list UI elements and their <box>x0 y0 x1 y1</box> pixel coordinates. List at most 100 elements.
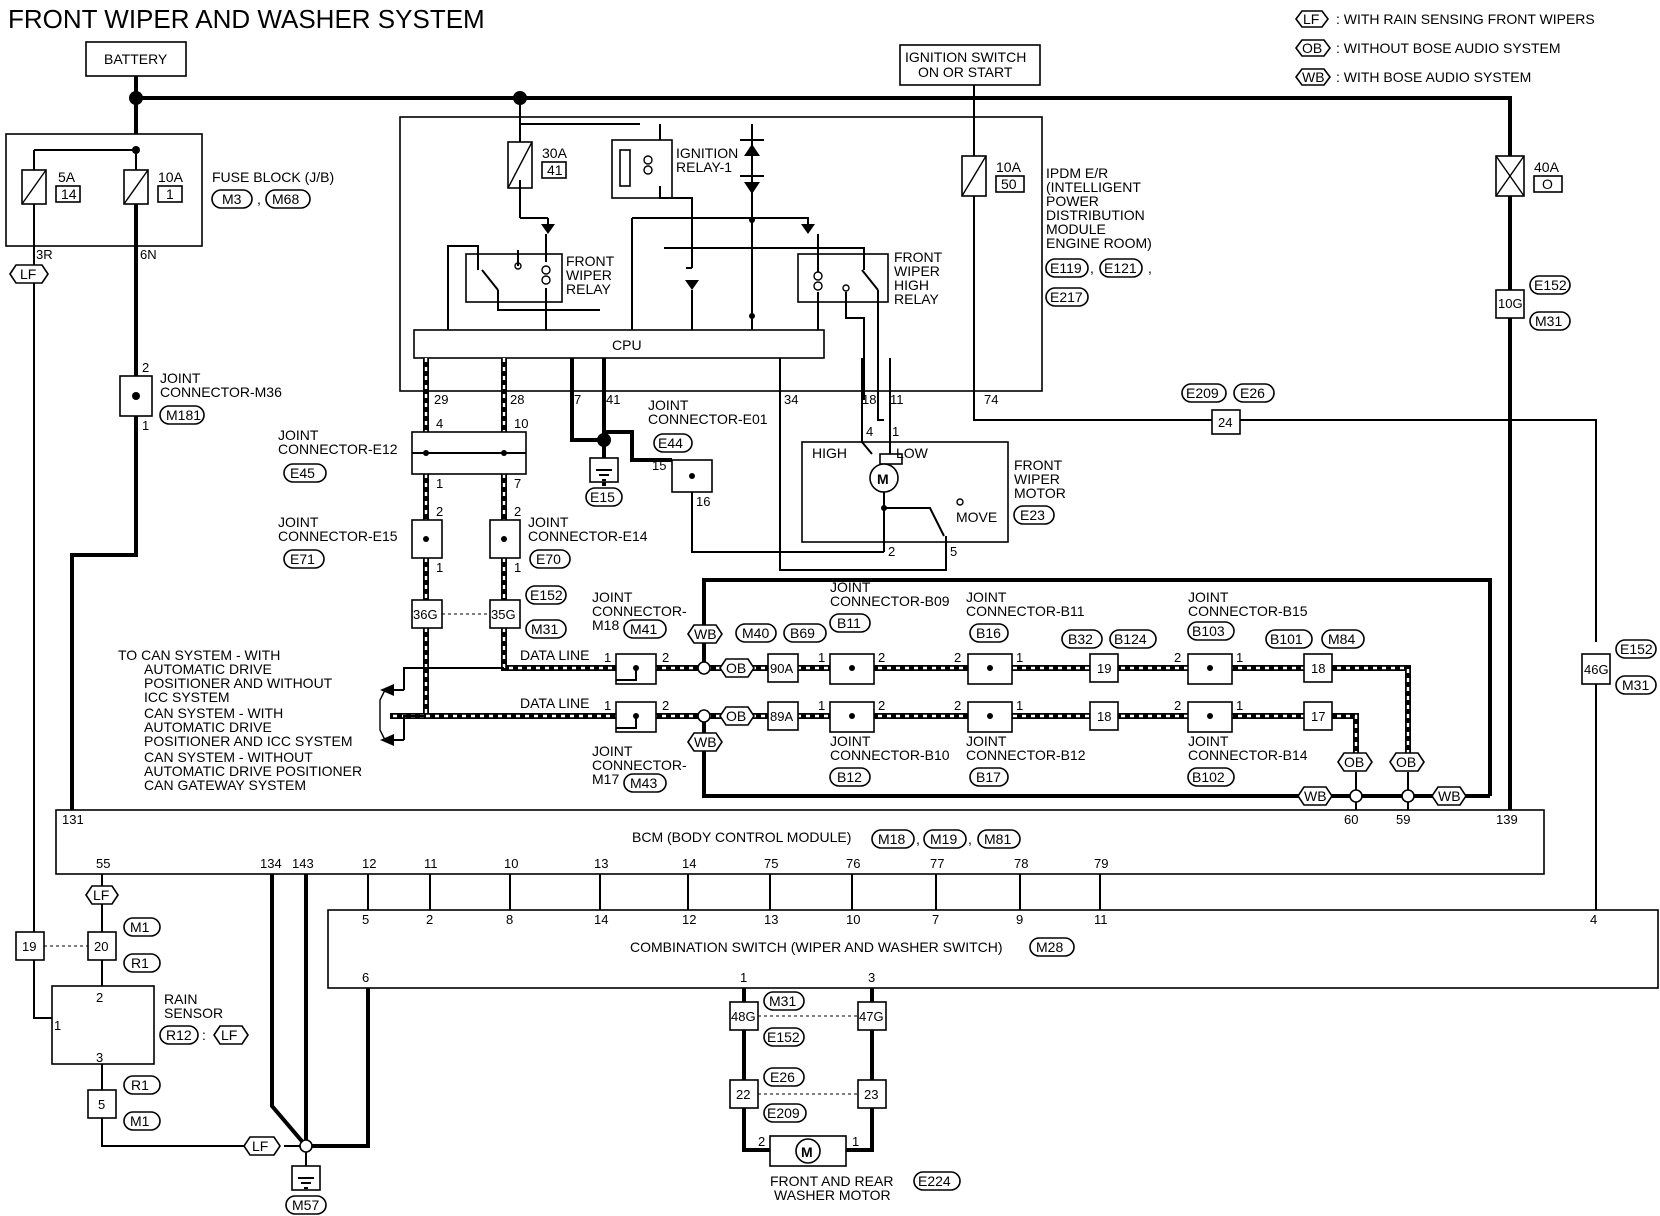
motor-high-label: HIGH <box>812 445 847 461</box>
page-title: FRONT WIPER AND WASHER SYSTEM <box>8 4 485 34</box>
joint-m18-tap <box>616 668 637 681</box>
lf-tag-fuse-text: LF <box>20 266 36 282</box>
joint-b14-node <box>1207 713 1213 719</box>
connector-24 <box>1211 409 1241 435</box>
motor-high-wire <box>861 358 873 455</box>
bcm-pin-60: 60 <box>1344 812 1358 827</box>
joint-m17-pin-1: 1 <box>604 698 611 713</box>
rain-sensor-label-1: RAIN <box>164 991 197 1007</box>
joint-m18-pin-1: 1 <box>604 650 611 665</box>
connector-19-pin: 19 <box>1097 661 1111 676</box>
lf-tag-55 <box>85 885 119 905</box>
fuse-block-bus <box>33 149 137 170</box>
combo-pin-5: 5 <box>362 912 369 927</box>
joint-connector-e14 <box>489 519 521 559</box>
ground-m57-conn-box <box>285 1195 327 1215</box>
connector-35g-c1-box <box>525 585 567 605</box>
washer-m31-box <box>763 991 805 1011</box>
combo-conn: M28 <box>1036 939 1063 955</box>
joint-m36-node <box>132 392 140 400</box>
fuse-5a-slash <box>21 169 47 205</box>
ob-tag-60 <box>1337 752 1373 772</box>
motor-conn-box <box>1013 505 1055 525</box>
joint-b10-conn-box <box>829 767 871 787</box>
combo-pin-13: 13 <box>764 912 778 927</box>
fuse-40a-num: O <box>1542 176 1553 192</box>
washer-conn-box <box>913 1171 961 1191</box>
wb-tag-59-text: WB <box>1438 788 1461 804</box>
joint-e15-label-2: CONNECTOR-E15 <box>278 528 398 544</box>
ipdm-pin-7: 7 <box>574 392 581 407</box>
rain-sensor-feed-wire <box>33 204 52 1019</box>
ipdm-pin-34: 34 <box>784 392 798 407</box>
ground-wires <box>270 874 370 1148</box>
can-note-3: POSITIONER AND WITHOUT <box>144 675 333 691</box>
connector-36g-pin: 36G <box>413 607 438 622</box>
fuse-30a-amp: 30A <box>542 145 568 161</box>
joint-e15-pin-1: 1 <box>436 560 443 575</box>
joint-m18-label-3: M18 <box>592 617 619 633</box>
connector-24-c1: E209 <box>1186 385 1219 401</box>
legend-tag-wb: WB <box>1302 69 1325 85</box>
connector-5-rain <box>87 1089 117 1119</box>
joint-e01-label-1: JOINT <box>648 397 689 413</box>
connector-48g <box>729 1001 759 1031</box>
ign-relay-diode-wire <box>740 124 764 330</box>
combo-pin-9: 9 <box>1016 912 1023 927</box>
ipdm-label-3: POWER <box>1046 193 1099 209</box>
bcm-pin-12: 12 <box>362 856 376 871</box>
connector-19-rain-pin: 19 <box>22 939 36 954</box>
combo-pin-1: 1 <box>740 970 747 985</box>
joint-b15-pin-1: 1 <box>1236 650 1243 665</box>
joint-m17-label-2: CONNECTOR- <box>592 757 687 773</box>
connector-46g-c2-box <box>1615 675 1657 695</box>
joint-e15-pin-2: 2 <box>436 504 443 519</box>
motor-brush <box>879 453 903 465</box>
joint-e14-conn-box <box>529 549 571 569</box>
ob-tag-1-text: OB <box>726 660 746 676</box>
can-note-7: POSITIONER AND ICC SYSTEM <box>144 733 352 749</box>
connector-24-c1-box <box>1181 383 1227 403</box>
tag-m84: M84 <box>1328 631 1355 647</box>
bcm-pin-78: 78 <box>1014 856 1028 871</box>
joint-b09-label-1: JOINT <box>830 579 871 595</box>
ground-e15-conn: E15 <box>590 489 615 505</box>
lf-tag-fuse <box>9 264 49 284</box>
high-relay-contact <box>842 284 850 292</box>
connector-90a <box>767 653 799 683</box>
battery-label: BATTERY <box>104 51 168 67</box>
fuse-pin-6n: 6N <box>140 247 157 262</box>
conn-20-c2-box <box>123 953 161 973</box>
connector-10g-c2: M31 <box>1535 313 1562 329</box>
joint-b15-pin-2: 2 <box>1174 650 1181 665</box>
joint-b12-conn-box <box>969 767 1009 787</box>
joint-m36-label-1: JOINT <box>160 370 201 386</box>
joint-e12-pin-7: 7 <box>514 476 521 491</box>
wiper-relay-coil-2 <box>541 275 551 285</box>
fuse-10a-amp: 10A <box>158 169 184 185</box>
bcm-conn-m18: M18 <box>878 831 905 847</box>
tag-b32-box <box>1061 629 1103 649</box>
ipdm-conn-e121: E121 <box>1104 260 1137 276</box>
joint-m36-pin-1: 1 <box>142 418 149 433</box>
legend-text-ob: : WITHOUT BOSE AUDIO SYSTEM <box>1336 40 1561 56</box>
joint-b11-label-2: CONNECTOR-B11 <box>966 603 1085 619</box>
joint-e15-conn-box <box>283 549 325 569</box>
joint-e12-label-2: CONNECTOR-E12 <box>278 441 398 457</box>
fuse-10a-ipdm-num-box <box>995 175 1025 193</box>
joint-b14-label-1: JOINT <box>1188 733 1229 749</box>
bcm-pin-10: 10 <box>504 856 518 871</box>
joint-b11-conn: B16 <box>976 625 1001 641</box>
joint-m18-pin-2: 2 <box>662 650 669 665</box>
joint-e12-pin-10: 10 <box>514 416 528 431</box>
ipdm-conn-e119: E119 <box>1050 260 1082 276</box>
front-wiper-motor <box>801 441 1009 543</box>
joint-b10-pin-2: 2 <box>878 698 885 713</box>
washer-motor-m: M <box>801 1144 813 1160</box>
motor-label-3: MOTOR <box>1014 485 1066 501</box>
joint-b09-node <box>849 665 855 671</box>
joint-e12-pin-4: 4 <box>436 416 443 431</box>
can-bose-loop <box>702 578 1492 798</box>
ipdm-cpu-label: CPU <box>612 337 642 353</box>
tag-m40-box <box>735 623 777 643</box>
